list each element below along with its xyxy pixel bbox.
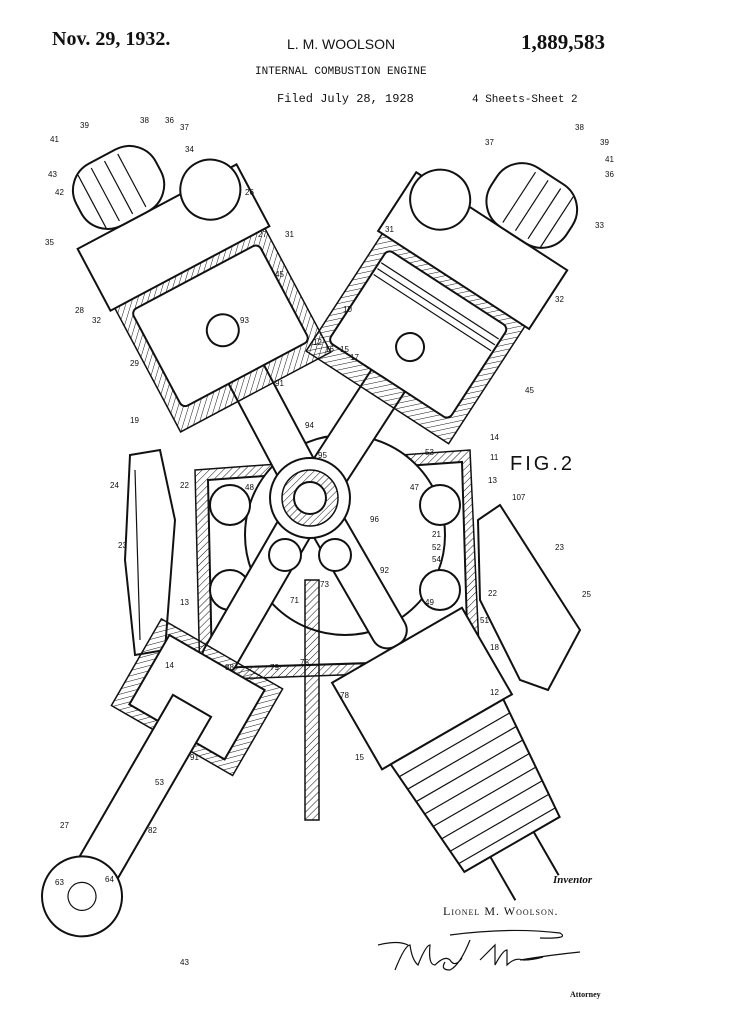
crankshaft (268, 457, 352, 821)
reference-numeral: 23 (118, 541, 127, 550)
reference-numeral: 22 (180, 481, 189, 490)
reference-numeral: 52 (432, 543, 441, 552)
reference-numeral: 11 (490, 453, 499, 462)
reference-numeral: 23 (555, 543, 564, 552)
reference-numeral: 45 (275, 270, 284, 279)
reference-numeral: 24 (110, 481, 119, 490)
inventor-header: L. M. WOOLSON (287, 36, 396, 52)
reference-numeral: 14 (165, 661, 174, 670)
reference-numeral: 53 (425, 448, 434, 457)
reference-numeral: 10 (343, 305, 352, 314)
filed-date: Filed July 28, 1928 (277, 92, 414, 106)
reference-numeral: 28 (75, 306, 84, 315)
reference-numeral: 79 (270, 663, 279, 672)
reference-numeral: 54 (432, 555, 441, 564)
inventor-label: Inventor (553, 874, 593, 886)
reference-numeral: 36 (605, 170, 614, 179)
reference-numeral: 12 (313, 338, 322, 347)
reference-numeral: 45 (525, 386, 534, 395)
patent-title: INTERNAL COMBUSTION ENGINE (255, 66, 427, 78)
reference-numeral: 27 (60, 821, 69, 830)
lower-left-cylinder (41, 502, 318, 938)
reference-numeral: 37 (485, 138, 494, 147)
reference-numeral: 107 (512, 493, 526, 502)
reference-numeral: 95 (318, 451, 327, 460)
reference-numeral: 91 (190, 753, 199, 762)
reference-numeral: 17 (350, 353, 359, 362)
reference-numeral: 38 (140, 116, 149, 125)
reference-numeral: 13 (488, 476, 497, 485)
reference-numeral: 35 (45, 238, 54, 247)
reference-numeral: 41 (605, 155, 614, 164)
reference-numeral: 39 (600, 138, 609, 147)
reference-numeral: 92 (380, 566, 389, 575)
reference-numeral: 94 (305, 421, 314, 430)
reference-numeral: 15 (355, 753, 364, 762)
reference-numeral: 73 (320, 580, 329, 589)
reference-numeral: 53 (155, 778, 164, 787)
reference-numeral: 39 (80, 121, 89, 130)
reference-numeral: 13 (180, 598, 189, 607)
figure-label: FIG.2 (510, 453, 575, 475)
reference-numeral: 96 (370, 515, 379, 524)
reference-numeral: 31 (285, 230, 294, 239)
right-support-arm (476, 503, 582, 692)
reference-numeral: 25 (582, 590, 591, 599)
reference-numeral: 16 (325, 345, 334, 354)
attorney-signature (377, 929, 581, 971)
reference-numeral: 48 (245, 483, 254, 492)
reference-numeral: 32 (555, 295, 564, 304)
reference-numeral: 64 (105, 875, 114, 884)
inventor-name: Lionel M. Woolson. (443, 904, 559, 918)
upper-right-cylinder (305, 162, 579, 495)
reference-numeral: 63 (55, 878, 64, 887)
reference-numeral: 41 (50, 135, 59, 144)
patent-date: Nov. 29, 1932. (52, 28, 171, 50)
reference-numeral: 49 (425, 598, 434, 607)
reference-numeral: 12 (490, 688, 499, 697)
reference-numeral: 82 (148, 826, 157, 835)
reference-numeral: 43 (180, 958, 189, 967)
attorney-label: Attorney (570, 990, 601, 999)
reference-numeral: 71 (290, 596, 299, 605)
reference-numeral: 15 (340, 345, 349, 354)
reference-numeral: 29 (130, 359, 139, 368)
reference-numeral: 32 (92, 316, 101, 325)
sheet-number: 4 Sheets-Sheet 2 (472, 94, 578, 106)
reference-numeral: 91 (275, 379, 284, 388)
reference-numeral: 93 (240, 316, 249, 325)
reference-numeral: 51 (480, 616, 489, 625)
reference-numeral: 75 (300, 658, 309, 667)
reference-numeral: 22 (488, 589, 497, 598)
reference-numeral: 47 (410, 483, 419, 492)
reference-numeral: 37 (180, 123, 189, 132)
reference-numeral: 21 (432, 530, 441, 539)
reference-numeral: 43 (48, 170, 57, 179)
reference-numeral: 36 (165, 116, 174, 125)
reference-numeral: 27 (258, 230, 267, 239)
upper-left-cylinder (71, 145, 332, 494)
reference-numeral: 19 (130, 416, 139, 425)
reference-numeral: 42 (55, 188, 64, 197)
reference-numeral: 88 (225, 663, 234, 672)
reference-numeral: 26 (245, 188, 254, 197)
reference-numeral: 31 (385, 225, 394, 234)
patent-number: 1,889,583 (521, 30, 605, 54)
lower-right-cylinder (306, 502, 561, 901)
reference-numeral: 18 (490, 643, 499, 652)
reference-numeral: 38 (575, 123, 584, 132)
reference-numeral: 14 (490, 433, 499, 442)
reference-numeral: 78 (340, 691, 349, 700)
reference-numeral: 33 (595, 221, 604, 230)
reference-numeral: 34 (185, 145, 194, 154)
